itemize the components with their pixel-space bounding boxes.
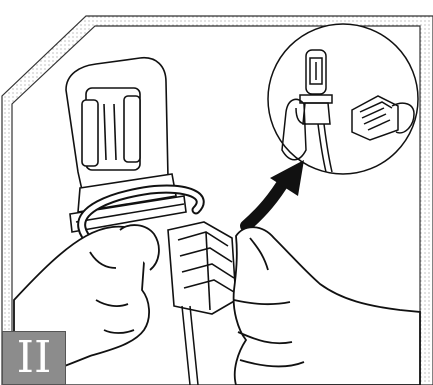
- detail-circle: [268, 24, 418, 174]
- dust-cap: [168, 222, 236, 314]
- step-number-badge: II: [2, 331, 66, 385]
